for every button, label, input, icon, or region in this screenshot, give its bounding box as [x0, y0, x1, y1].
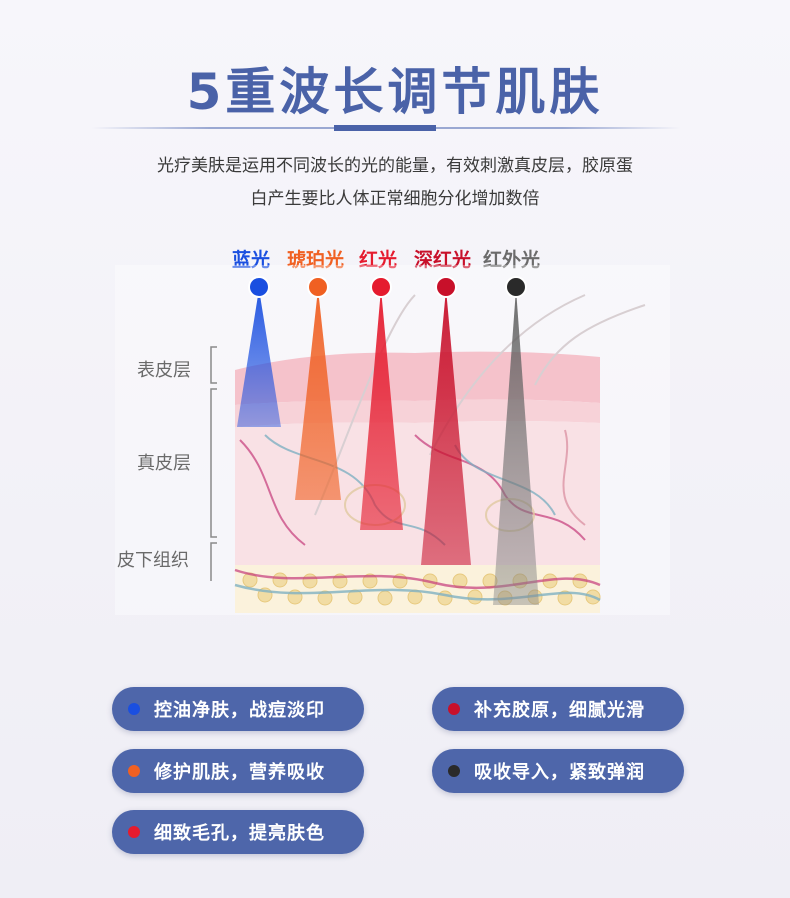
light-label-deep-red: 深红光: [414, 249, 472, 271]
benefit-text: 修护肌肤，营养吸收: [154, 762, 325, 783]
deep-red-beam: [421, 289, 471, 565]
page-title: 5重波长调节肌肤: [186, 63, 604, 121]
description-line-1: 光疗美肤是运用不同波长的光的能量，有效刺激真皮层，胶原蛋: [157, 156, 633, 176]
subcutaneous-label: 皮下组织: [117, 550, 189, 571]
epidermis-layer: [235, 351, 600, 427]
skin-layers-diagram: [115, 265, 670, 615]
blue-beam: [237, 289, 281, 427]
amber-beam: [295, 289, 341, 500]
benefit-pill-infrared: 吸收导入，紧致弹润: [432, 749, 684, 793]
dark-dot-icon: [448, 765, 460, 777]
infrared-beam: [493, 289, 539, 605]
light-emitters: [248, 276, 527, 298]
red-beam: [360, 289, 403, 530]
amber-emitter-icon: [307, 276, 329, 298]
description: 光疗美肤是运用不同波长的光的能量，有效刺激真皮层，胶原蛋 白产生要比人体正常细胞…: [0, 150, 790, 216]
light-labels: 蓝光 琥珀光 红光 深红光 红外光: [0, 245, 790, 273]
dermis-layer: [235, 421, 600, 565]
blue-dot-icon: [128, 703, 140, 715]
deep-red-dot-icon: [448, 703, 460, 715]
dermis-label: 真皮层: [137, 453, 191, 474]
light-label-red: 红光: [359, 249, 398, 271]
red-dot-icon: [128, 826, 140, 838]
light-label-amber: 琥珀光: [287, 249, 345, 271]
benefit-text: 吸收导入，紧致弹润: [474, 762, 645, 783]
benefit-pill-deep-red: 补充胶原，细腻光滑: [432, 687, 684, 731]
benefit-text: 细致毛孔，提亮肤色: [154, 823, 325, 844]
infrared-emitter-icon: [505, 276, 527, 298]
red-emitter-icon: [370, 276, 392, 298]
benefit-pill-blue: 控油净肤，战痘淡印: [112, 687, 364, 731]
blue-emitter-icon: [248, 276, 270, 298]
epidermis-label: 表皮层: [137, 360, 191, 381]
benefit-text: 补充胶原，细腻光滑: [474, 700, 645, 721]
description-line-2: 白产生要比人体正常细胞分化增加数倍: [250, 189, 540, 209]
deep-red-emitter-icon: [435, 276, 457, 298]
benefit-text: 控油净肤，战痘淡印: [154, 700, 325, 721]
benefit-pill-red: 细致毛孔，提亮肤色: [112, 810, 364, 854]
light-label-infrared: 红外光: [483, 249, 541, 271]
light-label-blue: 蓝光: [232, 249, 271, 271]
amber-dot-icon: [128, 765, 140, 777]
subcutaneous-layer: [234, 565, 601, 613]
benefit-pill-amber: 修护肌肤，营养吸收: [112, 749, 364, 793]
title-divider-accent: [334, 125, 436, 131]
light-beams: [237, 289, 539, 605]
layer-brackets: [210, 346, 217, 581]
